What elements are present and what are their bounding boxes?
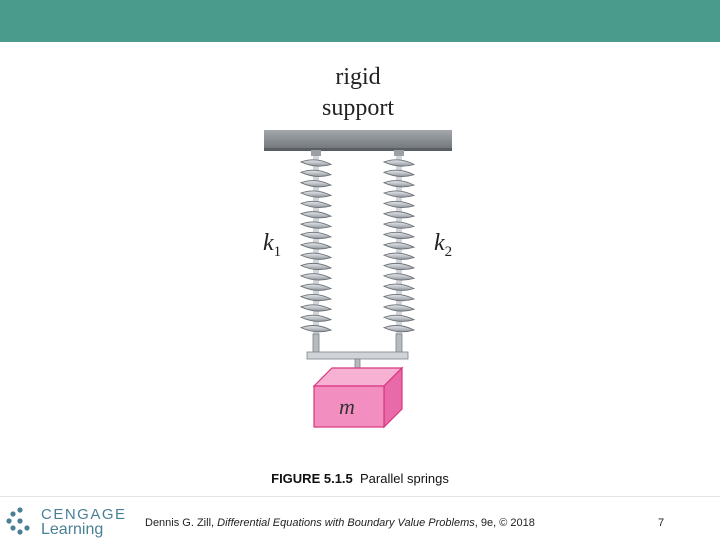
left-spring-coil	[299, 211, 333, 219]
right-spring-coil	[382, 252, 416, 260]
right-spring-coil	[382, 304, 416, 312]
right-spring-coil	[382, 231, 416, 240]
right-spring-stem	[395, 333, 403, 355]
figure-title: Parallel springs	[360, 471, 449, 486]
left-spring-coil	[299, 190, 333, 198]
left-spring-coil	[299, 242, 333, 250]
right-spring-coil	[382, 159, 416, 167]
parallel-springs-figure: k1 k2 m	[263, 130, 452, 429]
right-spring-coil	[382, 294, 416, 302]
mass-label: m	[339, 394, 355, 419]
left-spring-coil	[299, 252, 333, 260]
left-spring-coil	[299, 231, 333, 240]
figure-number: FIGURE 5.1.5	[271, 471, 353, 486]
left-spring-coil	[299, 200, 333, 209]
left-spring-mount	[311, 150, 321, 156]
left-spring-coil	[299, 169, 333, 177]
right-spring-coil	[382, 242, 416, 250]
support-label-line2: support	[322, 95, 394, 121]
right-spring-coil	[382, 221, 416, 229]
left-spring-coil	[299, 180, 333, 188]
citation-book-title: Differential Equations with Boundary Val…	[217, 517, 475, 529]
support-label-line1: rigid	[335, 64, 381, 90]
header-bar	[0, 0, 720, 42]
figure-caption: FIGURE 5.1.5 Parallel springs	[0, 471, 720, 486]
right-spring-coil	[382, 325, 416, 333]
right-spring-coil	[382, 190, 416, 198]
connecting-bar	[306, 351, 409, 360]
right-spring	[382, 156, 416, 336]
rigid-support-bar	[264, 130, 452, 150]
citation-edition: , 9e, © 2018	[474, 517, 535, 529]
footer-divider	[0, 496, 720, 497]
right-spring-coil	[382, 200, 416, 209]
support-label: rigid support	[300, 62, 416, 124]
mass-block	[312, 366, 404, 429]
cengage-mark-icon	[6, 507, 30, 535]
spring-left-letter: k	[263, 230, 274, 256]
citation-author: Dennis G. Zill,	[145, 517, 218, 529]
left-spring-coil	[299, 221, 333, 229]
spring-right-label: k2	[434, 230, 452, 260]
right-spring-coil	[382, 273, 416, 281]
left-spring-stem	[312, 333, 320, 355]
right-spring-coil	[382, 211, 416, 219]
spring-left-subscript: 1	[274, 244, 282, 260]
logo-line1: CENGAGE	[41, 506, 127, 523]
left-spring-coil	[299, 325, 333, 333]
right-spring-coil	[382, 283, 416, 291]
left-spring	[299, 156, 333, 336]
right-spring-mount	[394, 150, 404, 156]
right-spring-coil	[382, 180, 416, 188]
spring-right-letter: k	[434, 230, 445, 256]
rigid-support-shadow	[264, 148, 452, 151]
spring-right-subscript: 2	[445, 244, 453, 260]
right-spring-coil	[382, 169, 416, 177]
cengage-logo: CENGAGE Learning	[6, 502, 131, 540]
left-spring-coil	[299, 314, 333, 322]
page-number: 7	[658, 517, 665, 529]
left-spring-coil	[299, 273, 333, 281]
logo-line2: Learning	[41, 521, 104, 538]
left-spring-coil	[299, 262, 333, 271]
citation: Dennis G. Zill, Differential Equations w…	[145, 517, 535, 529]
left-spring-coil	[299, 159, 333, 167]
left-spring-coil	[299, 294, 333, 302]
left-spring-coil	[299, 283, 333, 291]
left-spring-coil	[299, 304, 333, 312]
right-spring-coil	[382, 262, 416, 271]
right-spring-coil	[382, 314, 416, 322]
spring-left-label: k1	[263, 230, 281, 260]
